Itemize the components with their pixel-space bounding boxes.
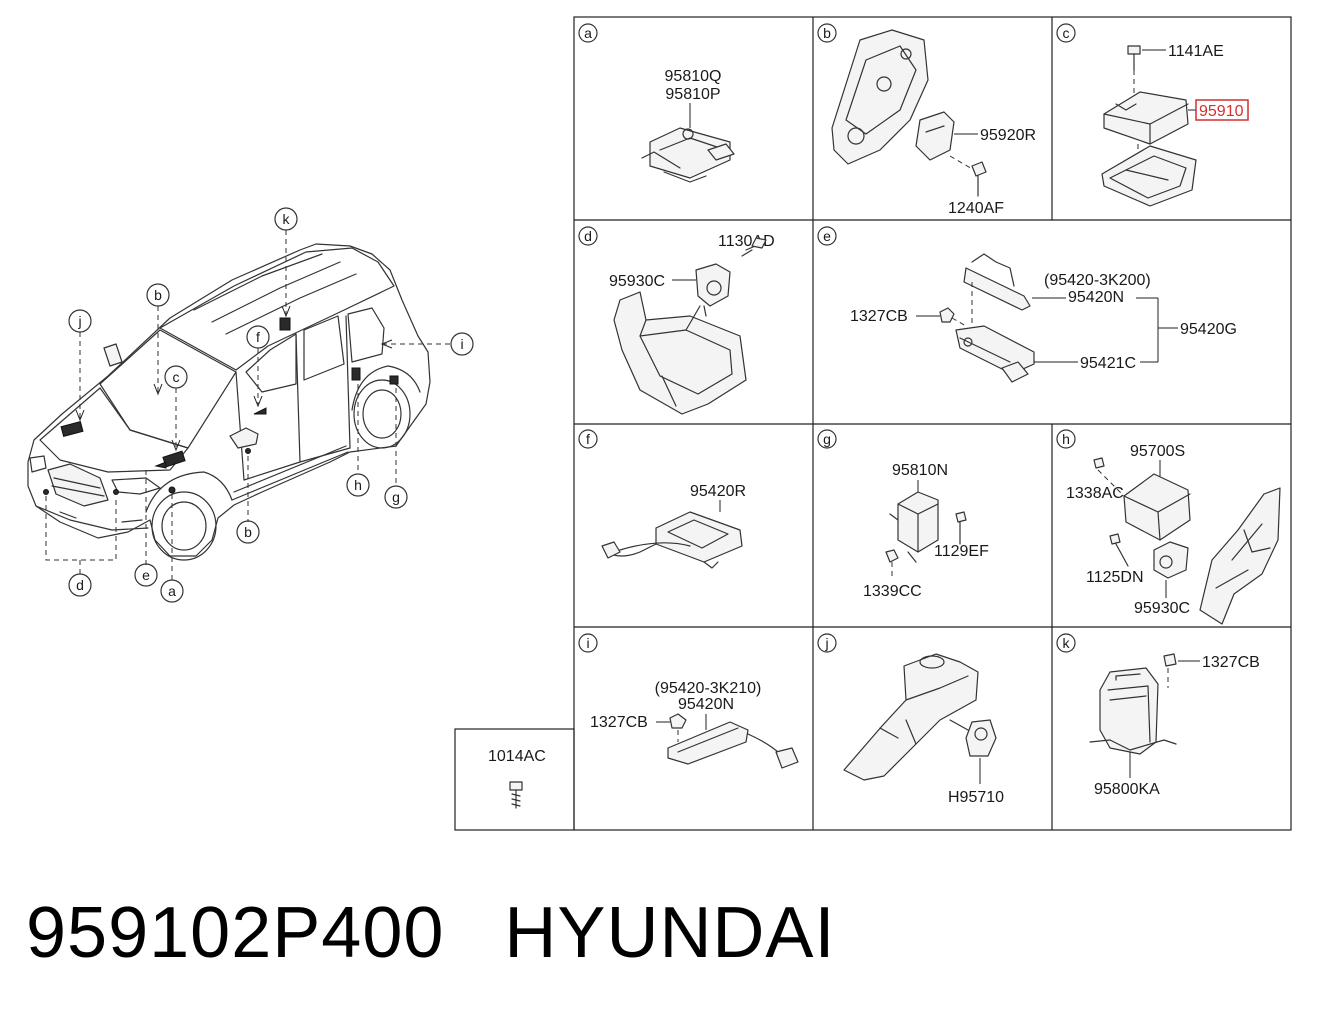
panel-a: a 95810Q 95810P xyxy=(578,23,735,183)
part-1327CB-i[interactable]: 1327CB xyxy=(590,714,648,731)
panel-g: g 95810N 1129EF 1339CC xyxy=(817,429,989,600)
part-95420-3K210[interactable]: (95420-3K210) xyxy=(655,680,762,697)
part-95420G[interactable]: 95420G xyxy=(1180,321,1237,338)
part-1141AE[interactable]: 1141AE xyxy=(1168,43,1224,60)
callout-c[interactable]: c xyxy=(164,365,188,389)
part-1339CC[interactable]: 1339CC xyxy=(863,583,922,600)
part-95920R[interactable]: 95920R xyxy=(980,127,1036,144)
panel-e: e (95420-3K200) 95420N 95420G 1327CB 954… xyxy=(817,226,1237,383)
callout-b-top[interactable]: b xyxy=(146,283,170,307)
vehicle-body xyxy=(27,243,431,557)
panel-h: h 95700S 1338AC 1125DN 95930C xyxy=(1056,429,1281,625)
svg-text:h: h xyxy=(1062,431,1070,447)
part-1130AD[interactable]: 1130AD xyxy=(718,233,775,250)
svg-text:f: f xyxy=(586,431,590,447)
part-95910[interactable]: 95910 xyxy=(1199,103,1244,120)
panel-b: b 95920R 1240AF xyxy=(817,23,1036,217)
svg-text:c: c xyxy=(1063,25,1070,41)
part-95700S[interactable]: 95700S xyxy=(1130,443,1185,460)
part-H95710[interactable]: H95710 xyxy=(948,789,1004,806)
svg-text:k: k xyxy=(283,211,291,227)
callout-a[interactable]: a xyxy=(160,579,184,603)
svg-text:e: e xyxy=(142,567,150,583)
part-95420R[interactable]: 95420R xyxy=(690,483,746,500)
panel-f: f 95420R xyxy=(578,429,746,569)
footer-part-number: 959102P400 xyxy=(26,893,445,973)
part-95810N[interactable]: 95810N xyxy=(892,462,948,479)
panel-d: d 1130AD 95930C xyxy=(578,226,775,415)
callout-b-bottom[interactable]: b xyxy=(236,520,260,544)
svg-text:b: b xyxy=(244,524,252,540)
part-95930C-h[interactable]: 95930C xyxy=(1134,600,1190,617)
callout-f[interactable]: f xyxy=(246,325,270,349)
panel-grid xyxy=(454,16,1292,831)
panel-k: k 1327CB 95800KA xyxy=(1056,633,1260,798)
part-95810Q[interactable]: 95810Q xyxy=(665,68,722,85)
part-1125DN[interactable]: 1125DN xyxy=(1086,569,1144,586)
part-1129EF[interactable]: 1129EF xyxy=(934,543,989,560)
panel-extra: 1014AC xyxy=(488,748,546,809)
part-1338AC[interactable]: 1338AC xyxy=(1066,485,1124,502)
svg-text:f: f xyxy=(256,329,260,345)
svg-text:d: d xyxy=(584,228,592,244)
panel-c: c 1141AE 95910 xyxy=(1056,23,1249,207)
svg-text:b: b xyxy=(154,287,162,303)
callout-h[interactable]: h xyxy=(346,473,370,497)
svg-text:i: i xyxy=(460,336,463,352)
part-95421C[interactable]: 95421C xyxy=(1080,355,1136,372)
callout-i[interactable]: i xyxy=(450,332,474,356)
svg-text:k: k xyxy=(1063,635,1071,651)
part-95420N-i[interactable]: 95420N xyxy=(678,696,734,713)
svg-text:b: b xyxy=(823,25,831,41)
svg-text:d: d xyxy=(76,577,84,593)
vehicle-overview: j b c k f i h g b d e a xyxy=(27,207,474,603)
panel-j: j H95710 xyxy=(817,633,1004,806)
highlight-box-95910[interactable] xyxy=(1195,99,1249,121)
svg-text:e: e xyxy=(823,228,831,244)
panel-i: i (95420-3K210) 95420N 1327CB xyxy=(578,633,799,769)
footer-title: 959102P400 HYUNDAI xyxy=(26,888,835,978)
svg-text:g: g xyxy=(823,431,831,447)
footer-brand: HYUNDAI xyxy=(504,893,836,973)
part-1014AC[interactable]: 1014AC xyxy=(488,748,546,765)
part-95810P[interactable]: 95810P xyxy=(665,86,720,103)
callout-d[interactable]: d xyxy=(68,573,92,597)
svg-text:g: g xyxy=(392,489,400,505)
callout-k[interactable]: k xyxy=(274,207,298,231)
callout-e[interactable]: e xyxy=(134,563,158,587)
svg-text:i: i xyxy=(586,635,589,651)
svg-text:h: h xyxy=(354,477,362,493)
part-95800KA[interactable]: 95800KA xyxy=(1094,781,1160,798)
part-1240AF[interactable]: 1240AF xyxy=(948,200,1004,217)
callout-j[interactable]: j xyxy=(68,309,92,333)
svg-text:j: j xyxy=(77,313,81,329)
svg-text:a: a xyxy=(584,25,592,41)
svg-text:c: c xyxy=(173,369,180,385)
part-95420-3K200[interactable]: (95420-3K200) xyxy=(1044,272,1151,289)
part-1327CB-k[interactable]: 1327CB xyxy=(1202,654,1260,671)
part-1327CB-e[interactable]: 1327CB xyxy=(850,308,908,325)
svg-text:j: j xyxy=(824,635,828,651)
svg-text:a: a xyxy=(168,583,176,599)
part-95930C[interactable]: 95930C xyxy=(609,273,665,290)
callout-g[interactable]: g xyxy=(384,485,408,509)
part-95420N-e[interactable]: 95420N xyxy=(1068,289,1124,306)
